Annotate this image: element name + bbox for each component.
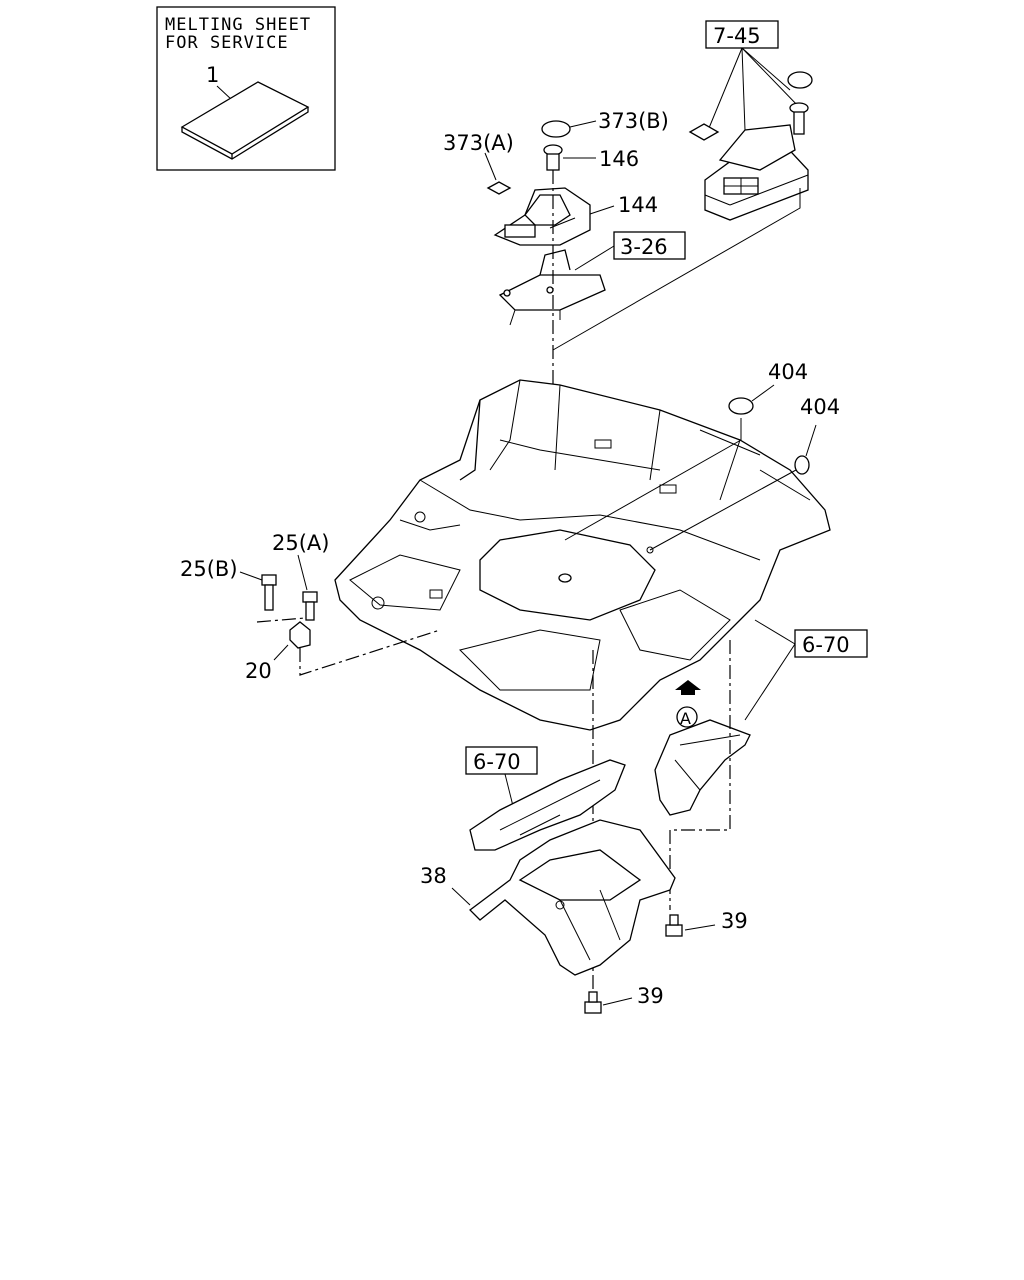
plug-404-upper [728,397,754,415]
melting-sheet-box: MELTING SHEET FOR SERVICE 1 [156,6,336,171]
shifter-cover-assembly [704,124,809,221]
part-label-373b: 373(B) [598,109,669,133]
view-a-label: A [680,709,691,728]
bracket-20 [289,621,311,649]
part-label-39-right: 39 [721,909,748,933]
bolt-25a [302,591,318,621]
part-label-25a: 25(A) [272,531,329,555]
cap-icon [787,71,813,89]
part-label-404-upper: 404 [768,360,808,384]
plug-404-lower [794,455,810,475]
ref-label-3-26: 3-26 [620,235,668,259]
view-a-marker [676,706,698,728]
part-label-146: 146 [599,147,639,171]
part-label-25b: 25(B) [180,557,238,581]
part-label-20: 20 [245,659,272,683]
bolt-icon [789,102,809,135]
cap-373b [541,120,571,138]
floor-panel [334,379,831,731]
nut-39-bottom [584,991,602,1014]
ref-label-7-45: 7-45 [713,24,761,48]
part-label-1: 1 [206,63,219,87]
leader-7-45 [552,188,801,351]
part-label-38: 38 [420,864,447,888]
upper-console-parts: 373(B) 373(A) 146 144 3-26 [443,109,686,326]
clip-icon [688,123,720,141]
left-fasteners: 25(A) 25(B) 20 [180,531,441,683]
ref-label-6-70-right: 6-70 [802,633,850,657]
side-rail-left [469,759,626,851]
nut-39-right [665,914,683,937]
note-line-2: FOR SERVICE [165,33,289,53]
front-direction-arrow-icon [675,680,701,695]
heat-protector-38 [469,819,676,976]
console-144 [493,187,591,246]
part-label-404-lower: 404 [800,395,840,419]
ref-label-6-70-left: 6-70 [473,750,521,774]
part-label-373a: 373(A) [443,131,514,155]
grommet-146 [543,144,563,171]
part-label-144: 144 [618,193,658,217]
part-label-39-bottom: 39 [637,984,664,1008]
melting-sheet-part [180,81,310,160]
shifter-bracket [498,249,606,326]
clip-373a [486,181,512,195]
bolt-25b [261,574,277,611]
side-rail-right [654,719,751,816]
note-line-1: MELTING SHEET [165,15,311,35]
ref-7-45-group: 7-45 [688,20,813,221]
